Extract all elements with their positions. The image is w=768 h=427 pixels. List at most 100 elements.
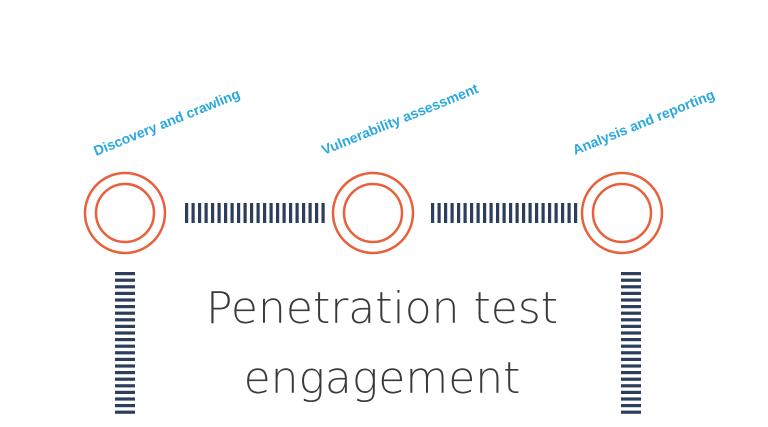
connector-stripe [211, 203, 215, 223]
connector-stripe [276, 203, 280, 223]
connector-stripe [470, 203, 474, 223]
connector-stripe [450, 203, 454, 223]
stage-node-outer-ring [83, 171, 167, 255]
connector-stripe [567, 203, 571, 223]
connector-stripe [269, 203, 273, 223]
stage-node-outer-ring [580, 171, 664, 255]
connector-stripe [621, 410, 641, 414]
connector-stripe [115, 390, 135, 394]
connector-stripe [509, 203, 513, 223]
connector-stripe [621, 318, 641, 322]
connector-stripe [289, 203, 293, 223]
connector-stripe [204, 203, 208, 223]
connector-stripe [256, 203, 260, 223]
connector-stripe [115, 331, 135, 335]
connector-stripe [263, 203, 267, 223]
connector-stripe [115, 285, 135, 289]
connector-stripe [115, 371, 135, 375]
connector-stripe [444, 203, 448, 223]
connector-stripe [115, 291, 135, 295]
connector-stripe [561, 203, 565, 223]
connector-stripe [230, 203, 234, 223]
connector-stripe [621, 364, 641, 368]
connector-discovery-down [115, 272, 135, 414]
connector-stripe [621, 305, 641, 309]
connectors [115, 203, 641, 414]
connector-stripe [115, 357, 135, 361]
connector-stripe [574, 203, 578, 223]
connector-stripe [621, 285, 641, 289]
connector-stripe [115, 311, 135, 315]
connector-stripe [185, 203, 189, 223]
connector-stripe [548, 203, 552, 223]
title-line-1: Penetration test [206, 283, 558, 334]
connector-stripe [237, 203, 241, 223]
connector-stripe [489, 203, 493, 223]
connector-stripe [115, 298, 135, 302]
connector-stripe [191, 203, 195, 223]
connector-stripe [535, 203, 539, 223]
connector-stripe [621, 291, 641, 295]
connector-stripe [621, 331, 641, 335]
connector-stripe [502, 203, 506, 223]
connector-stripe [621, 351, 641, 355]
connector-stripe [554, 203, 558, 223]
connector-discovery-to-vulnerability [185, 203, 325, 223]
connector-stripe [315, 203, 319, 223]
connector-stripe [115, 272, 135, 276]
connector-stripe [621, 272, 641, 276]
connector-stripe [115, 397, 135, 401]
connector-stripe [321, 203, 325, 223]
stage-node-inner-ring [591, 182, 653, 244]
connector-stripe [115, 364, 135, 368]
connector-stripe [496, 203, 500, 223]
connector-stripe [437, 203, 441, 223]
connector-vulnerability-to-analysis [431, 203, 578, 223]
connector-stripe [198, 203, 202, 223]
connector-stripe [115, 377, 135, 381]
connector-stripe [457, 203, 461, 223]
connector-stripe [217, 203, 221, 223]
title-line-2: engagement [244, 353, 521, 404]
stage-node-outer-ring [331, 171, 415, 255]
connector-stripe [621, 344, 641, 348]
connector-stripe [224, 203, 228, 223]
connector-stripe [476, 203, 480, 223]
stage-node-discovery [83, 171, 167, 255]
connector-stripe [115, 351, 135, 355]
connector-stripe [621, 298, 641, 302]
connector-stripe [621, 371, 641, 375]
connector-stripe [115, 278, 135, 282]
stage-node-inner-ring [94, 182, 156, 244]
connector-stripe [621, 311, 641, 315]
connector-stripe [431, 203, 435, 223]
stage-label-analysis: Analysis and reporting [570, 86, 717, 158]
connector-stripe [621, 404, 641, 408]
connector-stripe [115, 324, 135, 328]
connector-stripe [282, 203, 286, 223]
connector-stripe [295, 203, 299, 223]
connector-stripe [115, 305, 135, 309]
connector-stripe [621, 397, 641, 401]
connector-stripe [115, 318, 135, 322]
connector-stripe [621, 390, 641, 394]
connector-stripe [515, 203, 519, 223]
stage-label-vulnerability: Vulnerability assessment [319, 80, 481, 158]
connector-stripe [250, 203, 254, 223]
connector-stripe [522, 203, 526, 223]
connector-stripe [528, 203, 532, 223]
stage-label-discovery: Discovery and crawling [91, 85, 242, 158]
connector-stripe [115, 410, 135, 414]
connector-stripe [302, 203, 306, 223]
connector-stripe [308, 203, 312, 223]
connector-stripe [115, 338, 135, 342]
connector-stripe [621, 324, 641, 328]
connector-stripe [115, 344, 135, 348]
connector-stripe [115, 384, 135, 388]
connector-stripe [621, 357, 641, 361]
stage-node-inner-ring [342, 182, 404, 244]
stage-node-vulnerability [331, 171, 415, 255]
connector-stripe [541, 203, 545, 223]
connector-stripe [621, 278, 641, 282]
